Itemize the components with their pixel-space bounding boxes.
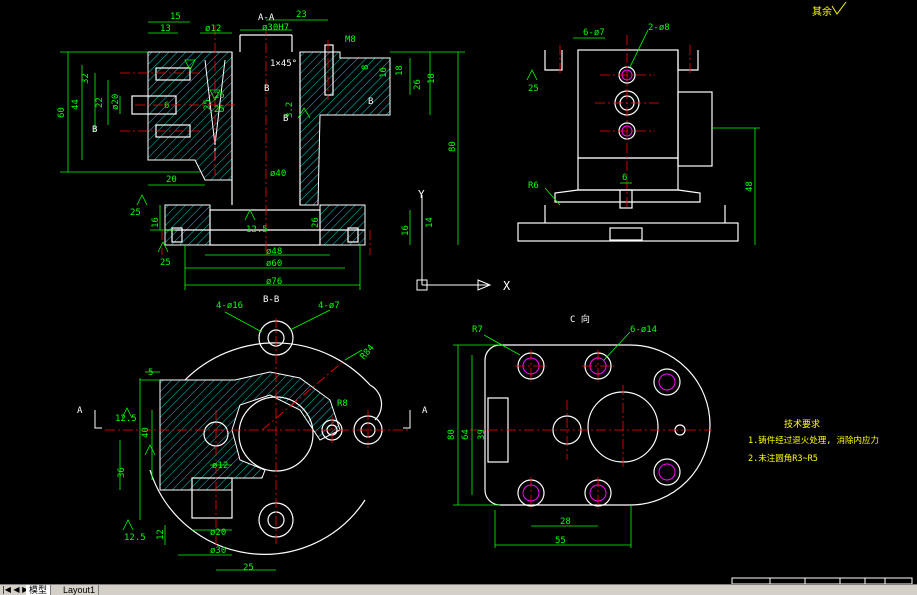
- dim-text: 8: [361, 65, 371, 70]
- dim-text: 4-ø16: [216, 301, 243, 311]
- dim-text: 39: [477, 429, 487, 440]
- dim-text: 32: [81, 73, 91, 84]
- dimension-texts: 15 13 ø12 ø30H7 23 M8 1×45° 32 22 44 60 …: [57, 10, 458, 287]
- dim-text: ø40: [270, 169, 286, 179]
- dim-text: ø48: [266, 247, 282, 257]
- dim-text: ø60: [266, 259, 282, 269]
- view-c: R7 6-ø14 80 64 39 28 55 C 向: [447, 313, 712, 548]
- dim-text: 14: [425, 217, 435, 228]
- ucs-y-label: Y: [418, 188, 425, 201]
- view-c-label: C 向: [570, 313, 590, 325]
- tab-model[interactable]: 模型: [26, 585, 52, 595]
- hatch-region: [299, 51, 391, 206]
- dim-text: 26: [311, 217, 321, 228]
- dim-text: 23: [296, 10, 307, 20]
- dim-text: 44: [71, 99, 81, 110]
- section-mark: A: [422, 406, 428, 416]
- dim-text: 18: [427, 73, 437, 84]
- dim-text: ø20: [111, 94, 121, 110]
- tab-nav-arrows[interactable]: |◀ ◀ ▶ ▶|: [2, 585, 40, 594]
- dim-text: 25: [203, 99, 213, 110]
- section-a-a-view: 15 13 ø12 ø30H7 23 M8 1×45° 32 22 44 60 …: [57, 10, 511, 293]
- section-mark: A: [77, 406, 83, 416]
- section-mark: B: [368, 97, 373, 107]
- dim-text: 64: [461, 429, 471, 440]
- dim-text: 25: [130, 208, 141, 218]
- dim-text: 16: [401, 225, 411, 236]
- dim-text: ø30: [210, 546, 226, 556]
- tab-layout1[interactable]: Layout1: [60, 585, 100, 595]
- ucs-x-label: X: [503, 279, 511, 293]
- dim-text: 4-ø7: [318, 301, 340, 311]
- dim-text: 25: [528, 84, 539, 94]
- roughness-rest-note: 其余: [812, 5, 832, 18]
- dim-text: 15: [170, 12, 181, 22]
- dim-text: 28: [560, 517, 571, 527]
- dim-text: 12: [156, 529, 166, 540]
- dim-text: 18: [395, 65, 405, 76]
- dim-text: ø20: [210, 528, 226, 538]
- section-aa-label: A-A: [258, 13, 275, 23]
- dim-text: R8: [337, 399, 348, 409]
- tech-note-line: 2.未注圆角R3~R5: [748, 453, 818, 464]
- dim-text: 16: [151, 217, 161, 228]
- dim-text: 12.5: [124, 533, 146, 543]
- dim-text: 25: [214, 91, 225, 101]
- dim-text: 6: [164, 101, 169, 111]
- section-b-b-view: 4-ø16 4-ø7 5 12.5 40 ø12 36 12.5 12 ø20 …: [77, 295, 428, 573]
- dim-text: 12.5: [246, 225, 268, 235]
- section-mark: B: [283, 114, 288, 124]
- dim-text: 26: [413, 79, 423, 90]
- dim-text: 25: [243, 563, 254, 573]
- dim-text: 12.5: [115, 414, 137, 424]
- dim-text: ø30H7: [262, 23, 289, 33]
- dim-text: ø12: [205, 24, 221, 34]
- dim-text: 6: [622, 173, 627, 183]
- dim-text: 48: [745, 181, 755, 192]
- dim-text: 5: [148, 368, 153, 378]
- section-mark: B: [92, 125, 97, 135]
- dim-text: M8: [345, 35, 356, 45]
- dim-text: 20: [166, 175, 177, 185]
- dim-text: 13: [160, 24, 171, 34]
- dim-text: ø76: [266, 277, 282, 287]
- dim-text: R7: [472, 325, 483, 335]
- dim-text: 80: [447, 429, 457, 440]
- dim-text: 6-ø7: [583, 28, 605, 38]
- technical-notes: 技术要求 1.铸件经过退火处理, 消除内应力 2.未注圆角R3~R5: [748, 418, 879, 464]
- dim-text: 55: [555, 536, 566, 546]
- tech-notes-title: 技术要求: [784, 418, 820, 430]
- dim-text: ø12: [212, 461, 228, 471]
- dim-text: 6-ø14: [630, 325, 657, 335]
- dim-text: 1×45°: [270, 59, 297, 69]
- dim-text: 36: [117, 467, 127, 478]
- dim-text: 25: [214, 105, 225, 115]
- dim-text: 3.2: [285, 102, 295, 118]
- layout-tab-bar: |◀ ◀ ▶ ▶| 模型 Layout1: [0, 584, 917, 595]
- tech-note-line: 1.铸件经过退火处理, 消除内应力: [748, 435, 879, 446]
- section-bb-label: B-B: [263, 295, 279, 305]
- dim-text: 22: [95, 97, 105, 108]
- dim-text: 2-ø8: [648, 23, 670, 33]
- side-view: 6-ø7 2-ø8 25 R6 6 48: [517, 23, 760, 245]
- dim-text: R6: [528, 181, 539, 191]
- dim-text: 25: [160, 258, 171, 268]
- dim-text: 16: [379, 67, 389, 78]
- dim-text: 60: [57, 107, 67, 118]
- dim-text: 40: [141, 427, 151, 438]
- section-mark: B: [264, 84, 269, 94]
- dim-text: 80: [448, 141, 458, 152]
